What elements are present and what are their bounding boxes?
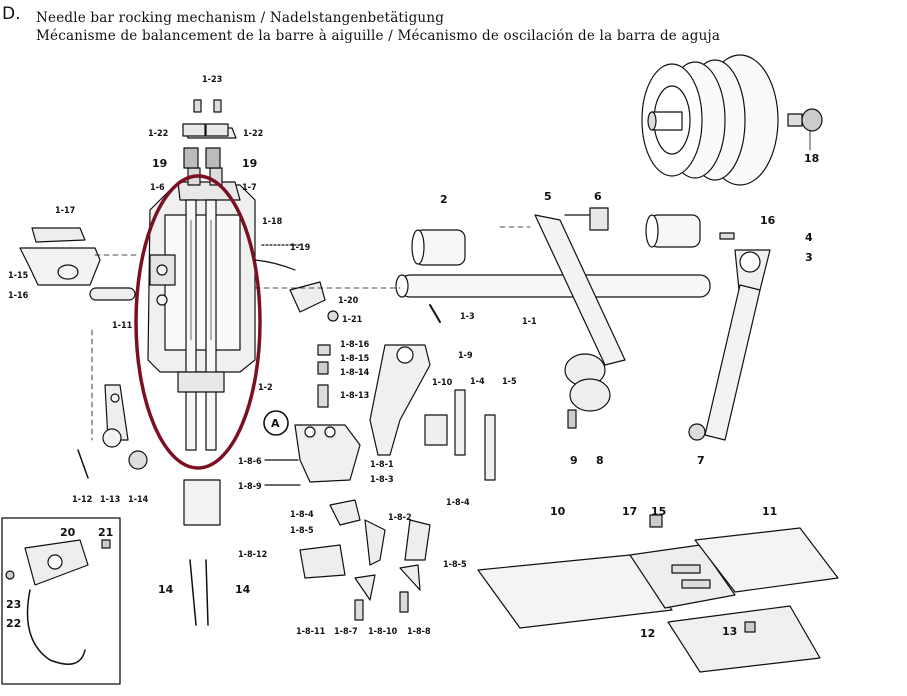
title-en-de: Needle bar rocking mechanism / Nadelstan…: [36, 10, 445, 26]
label-1-8-14: 1-8-14: [340, 368, 370, 378]
title-fr-es: Mécanisme de balancement de la barre à a…: [36, 28, 721, 44]
label-1-3: 1-3: [460, 312, 475, 322]
label-1-8-10: 1-8-10: [368, 627, 398, 637]
label-1-8-6: 1-8-6: [238, 457, 262, 467]
label-1-4: 1-4: [470, 377, 485, 387]
label-1-8-2: 1-8-2: [388, 513, 412, 523]
label-18: 18: [804, 152, 819, 165]
label-5: 5: [544, 190, 552, 203]
label-3: 3: [805, 251, 813, 264]
label-1-8-5: 1-8-5: [443, 560, 467, 570]
label-14: 14: [235, 583, 251, 596]
label-1-10: 1-10: [432, 378, 453, 388]
label-1-8-1: 1-8-1: [370, 460, 394, 470]
label-1-13: 1-13: [100, 495, 120, 505]
label-11: 11: [762, 505, 777, 518]
plate-11: [694, 527, 839, 593]
link-rods: [534, 207, 761, 441]
label-15: 15: [651, 505, 666, 518]
label-14: 14: [158, 583, 174, 596]
needle-bar-frame: [147, 167, 256, 451]
label-1-1: 1-1: [522, 317, 537, 327]
clamp-8: [564, 353, 611, 429]
label-1-2: 1-2: [258, 383, 273, 393]
label-1-6: 1-6: [150, 183, 165, 193]
label-20: 20: [60, 526, 76, 539]
label-9: 9: [570, 454, 578, 467]
label-1-15: 1-15: [8, 271, 29, 281]
label-1-5: 1-5: [502, 377, 517, 387]
label-1-11: 1-11: [112, 321, 133, 331]
label-1-22: 1-22: [243, 129, 263, 139]
label-1-14: 1-14: [128, 495, 149, 505]
header: D. Needle bar rocking mechanism / Nadels…: [0, 0, 907, 48]
label-12: 12: [640, 627, 655, 640]
label-1-8-4: 1-8-4: [446, 498, 470, 508]
label-1-7: 1-7: [242, 183, 257, 193]
small-levers: [299, 499, 431, 621]
label-1-9: 1-9: [458, 351, 473, 361]
label-1-8-9: 1-8-9: [238, 482, 262, 492]
label-19: 19: [152, 157, 167, 170]
lever-parts: [77, 384, 148, 479]
callout-a-letter: A: [271, 417, 280, 430]
spring-assembly: [254, 244, 339, 322]
label-1-18: 1-18: [262, 217, 283, 227]
label-1-8-12: 1-8-12: [238, 550, 267, 560]
main-shaft: [395, 229, 711, 323]
label-7: 7: [697, 454, 705, 467]
screw-18: [787, 108, 823, 151]
label-1-8-16: 1-8-16: [340, 340, 370, 350]
plate-17: [629, 514, 736, 609]
highlight-circle: [134, 174, 262, 470]
left-brackets: [19, 227, 136, 301]
label-1-8-7: 1-8-7: [334, 627, 358, 637]
top-screws: [182, 99, 237, 169]
label-4: 4: [805, 231, 813, 244]
label-1-17: 1-17: [55, 206, 75, 216]
label-1-21: 1-21: [342, 315, 363, 325]
label-1-23: 1-23: [202, 75, 222, 85]
label-16: 16: [760, 214, 776, 227]
label-1-22: 1-22: [148, 129, 168, 139]
plate-12: [667, 605, 821, 673]
guide-lines: [91, 226, 531, 441]
label-2: 2: [440, 193, 448, 206]
lever-1-9: [369, 344, 496, 481]
label-13: 13: [722, 625, 737, 638]
inset-box: [1, 517, 121, 685]
bushing-16: [645, 214, 701, 248]
needles: [183, 479, 221, 626]
label-1-8-13: 1-8-13: [340, 391, 369, 401]
assembly-a: [263, 344, 361, 486]
label-17: 17: [622, 505, 637, 518]
label-21: 21: [98, 526, 113, 539]
label-1-8-8: 1-8-8: [407, 627, 431, 637]
plate-10: [477, 554, 673, 629]
label-1-8-11: 1-8-11: [296, 627, 326, 637]
label-8: 8: [596, 454, 604, 467]
label-1-20: 1-20: [338, 296, 359, 306]
label-1-8-4: 1-8-4: [290, 510, 314, 520]
label-6: 6: [594, 190, 602, 203]
label-19: 19: [242, 157, 257, 170]
label-1-8-3: 1-8-3: [370, 475, 394, 485]
label-1-8-15: 1-8-15: [340, 354, 370, 364]
label-1-16: 1-16: [8, 291, 29, 301]
label-1-12: 1-12: [72, 495, 92, 505]
label-10: 10: [550, 505, 566, 518]
label-23: 23: [6, 598, 21, 611]
label-1-8-5: 1-8-5: [290, 526, 314, 536]
label-22: 22: [6, 617, 21, 630]
label-1-19: 1-19: [290, 243, 311, 253]
pulley: [641, 54, 779, 186]
section-letter: D.: [2, 4, 21, 24]
